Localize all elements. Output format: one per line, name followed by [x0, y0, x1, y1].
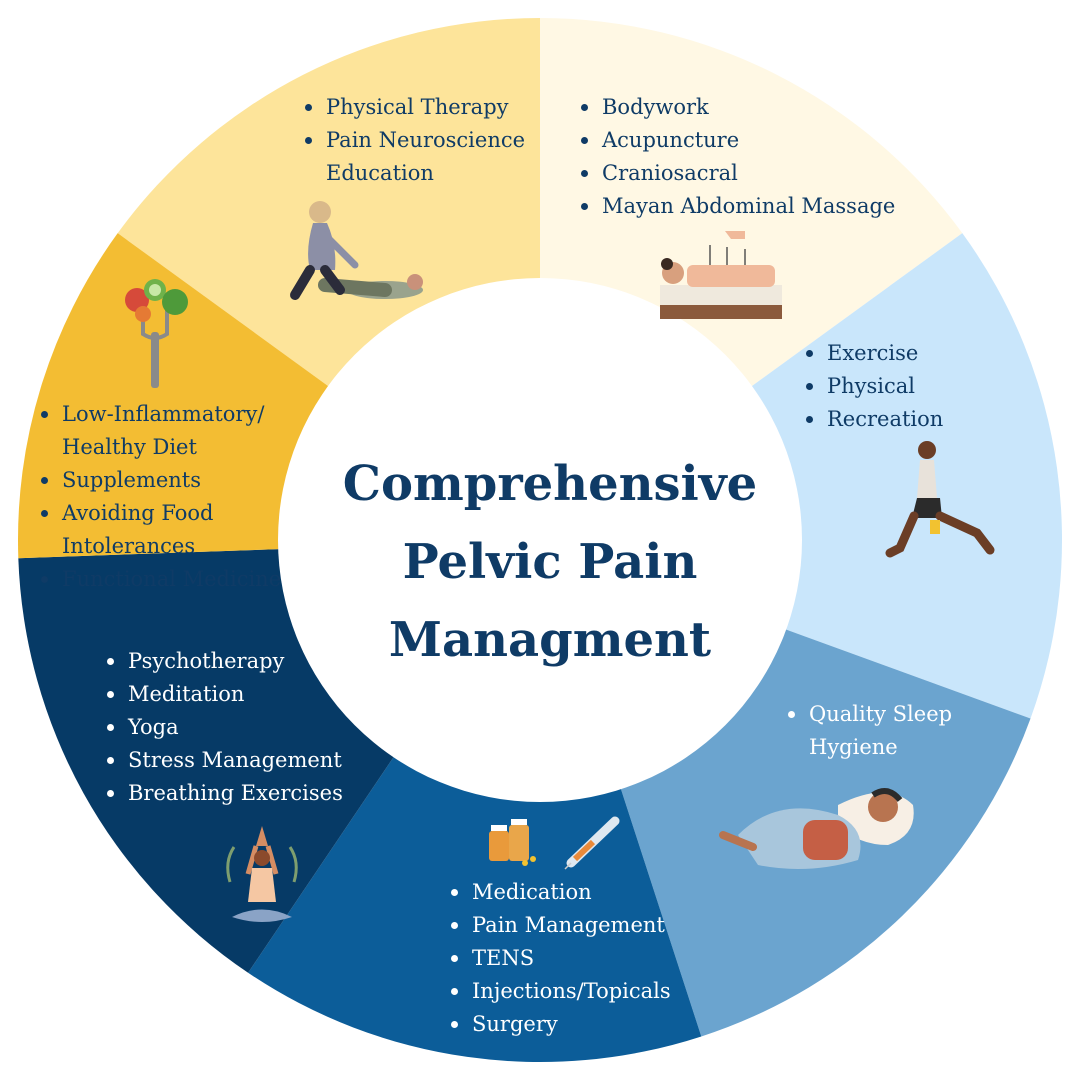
segment-medication	[248, 540, 702, 1062]
yoga-meditation-illustration	[226, 826, 298, 922]
sleeping-person-illustration	[719, 788, 914, 869]
list-item: Injections/Topicals	[448, 975, 671, 1008]
list-item: Yoga	[104, 711, 343, 744]
title-line: Managment	[388, 612, 712, 668]
list-item: TENS	[448, 942, 671, 975]
list-item: Pain Management	[448, 909, 671, 942]
list-item: Acupuncture	[578, 124, 895, 157]
center-circle	[278, 278, 802, 802]
mind-body-list: Psychotherapy Meditation Yoga Stress Man…	[104, 645, 343, 810]
list-item: Surgery	[448, 1008, 671, 1041]
list-item: Stress Management	[104, 744, 343, 777]
list-item: Physical	[803, 370, 943, 403]
list-item: Psychotherapy	[104, 645, 343, 678]
list-item: Breathing Exercises	[104, 777, 343, 810]
list-item: Supplements	[38, 464, 281, 497]
bodywork-list: Bodywork Acupuncture Craniosacral Mayan …	[578, 91, 895, 223]
page-title: Comprehensive Pelvic Pain Managment	[300, 445, 800, 679]
list-item: Exercise	[803, 337, 943, 370]
list-item: Pain Neuroscience	[302, 124, 525, 157]
title-line: Pelvic Pain	[402, 534, 698, 590]
list-item: Bodywork	[578, 91, 895, 124]
medicine-syringe-illustration	[489, 816, 620, 870]
list-item-continuation: Intolerances	[62, 534, 196, 558]
list-item: Meditation	[104, 678, 343, 711]
list-item: Recreation	[803, 403, 943, 436]
physical-therapy-list: Physical Therapy Pain Neuroscience Educa…	[302, 91, 525, 190]
fork-vegetables-illustration	[125, 279, 188, 388]
list-item: Functional Medicine	[38, 563, 281, 596]
sleep-list: Quality Sleep Hygiene	[785, 698, 952, 764]
lunge-exercise-illustration	[885, 441, 995, 558]
list-item-continuation: Healthy Diet	[62, 435, 197, 459]
physical-therapy-illustration	[290, 201, 423, 300]
list-item: Craniosacral	[578, 157, 895, 190]
list-item: Quality Sleep	[785, 698, 952, 731]
exercise-list: Exercise Physical Recreation	[803, 337, 943, 436]
diet-list: Low-Inflammatory/ Healthy Diet Supplemen…	[38, 398, 281, 596]
list-item-continuation: Education	[326, 161, 434, 185]
segment-exercise	[540, 233, 1062, 719]
list-item: Physical Therapy	[302, 91, 525, 124]
medication-list: Medication Pain Management TENS Injectio…	[448, 876, 671, 1041]
list-item: Avoiding Food	[38, 497, 281, 530]
list-item-continuation: Hygiene	[809, 735, 898, 759]
list-item: Medication	[448, 876, 671, 909]
list-item: Mayan Abdominal Massage	[578, 190, 895, 223]
list-item: Low-Inflammatory/	[38, 398, 281, 431]
acupuncture-illustration	[660, 231, 782, 319]
title-line: Comprehensive	[342, 456, 758, 512]
